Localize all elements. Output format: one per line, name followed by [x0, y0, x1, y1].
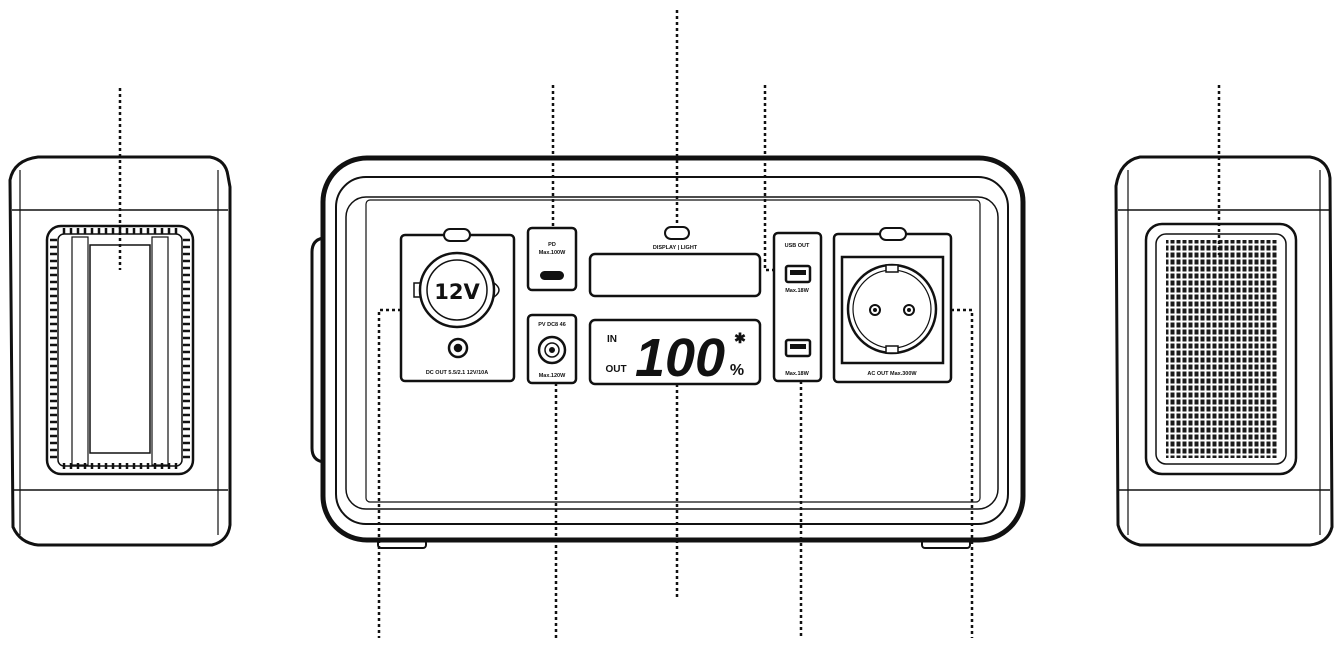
usb-bottom-max-label: Max.18W — [785, 371, 809, 377]
usb-a-bottom-icon — [784, 338, 812, 358]
ac-out-switch-icon — [879, 227, 907, 241]
leader-lines — [118, 10, 1221, 638]
light-bar — [588, 252, 762, 298]
cigarette-socket-label: 12V — [434, 280, 480, 304]
lcd-in-label: IN — [607, 334, 617, 345]
front-labels: 12V DC OUT 5.5/2.1 12V/10A PD Max.100W P… — [426, 242, 918, 388]
pv-port-module — [526, 313, 578, 385]
left-side-view — [8, 155, 232, 547]
usb-c-icon — [540, 271, 564, 280]
lcd-value: 100 — [635, 328, 725, 388]
lcd-screen — [588, 318, 762, 386]
pd-label: PD — [548, 242, 556, 248]
pd-port-module — [526, 226, 578, 292]
pd-max-label: Max.100W — [539, 250, 566, 256]
dc-out-switch-icon — [443, 228, 471, 242]
usb-out-label: USB OUT — [785, 243, 810, 249]
ac-out-label: AC OUT Max.300W — [867, 371, 917, 377]
lcd-out-label: OUT — [605, 364, 626, 375]
usb-a-top-icon — [784, 264, 812, 284]
display-light-button — [664, 226, 690, 240]
usb-top-max-label: Max.18W — [785, 288, 809, 294]
usb-out-module — [772, 231, 823, 383]
pv-label: PV DC8 46 — [538, 322, 566, 328]
vent-grille — [1166, 240, 1278, 458]
pv-max-label: Max.120W — [539, 373, 566, 379]
ac-socket-icon — [846, 263, 938, 355]
right-side-view — [1114, 155, 1334, 547]
bluetooth-icon: ✱ — [734, 330, 746, 346]
display-light-label: DISPLAY | LIGHT — [653, 245, 698, 251]
dc-out-label: DC OUT 5.5/2.1 12V/10A — [426, 370, 488, 376]
left-grip-teeth — [50, 228, 190, 469]
lcd-unit: % — [730, 362, 744, 379]
